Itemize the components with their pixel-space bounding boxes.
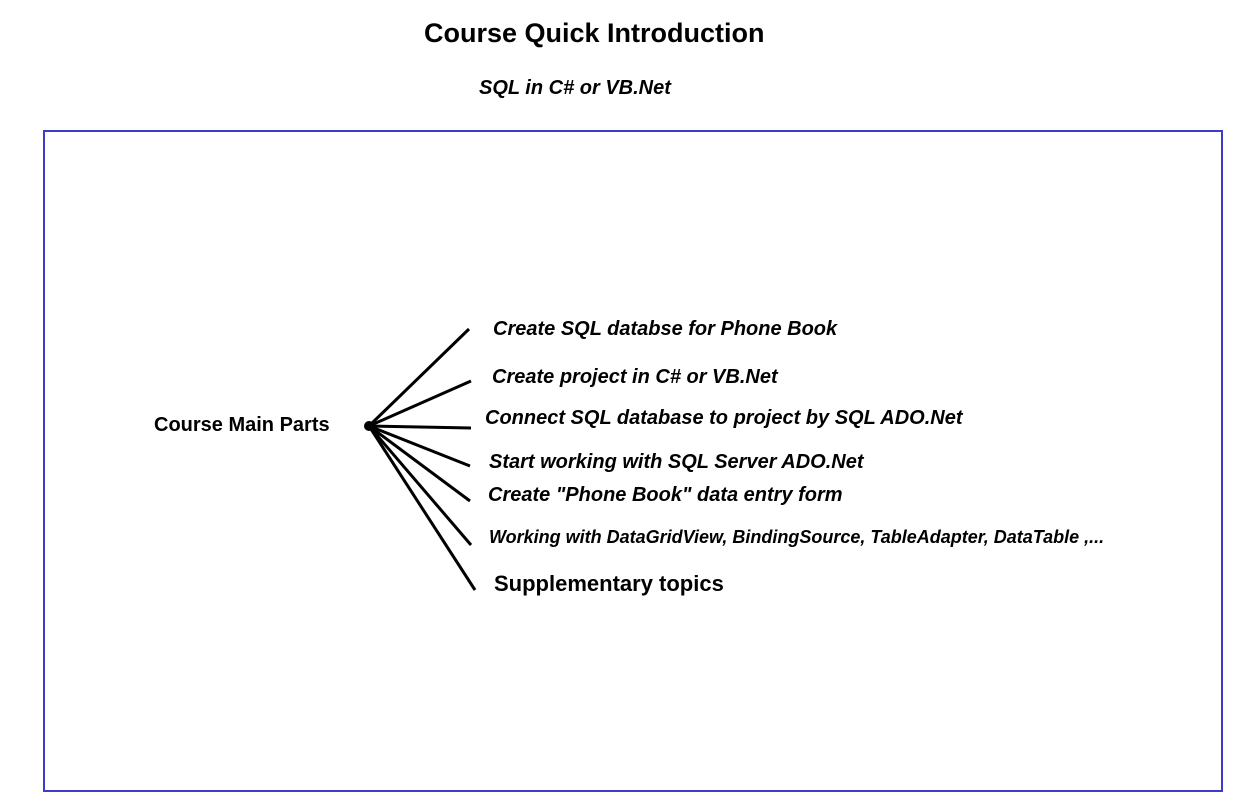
connector-line-6 [367, 425, 473, 546]
connector-line-3 [368, 424, 472, 430]
connector-line-2 [368, 379, 472, 428]
diagram-frame [43, 130, 1223, 792]
connector-line-4 [368, 424, 471, 468]
page-subtitle: SQL in C# or VB.Net [479, 77, 671, 99]
connector-line-5 [368, 424, 471, 503]
branch-label-supplementary: Supplementary topics [494, 571, 724, 596]
branch-label-datagridview: Working with DataGridView, BindingSource… [489, 527, 1105, 547]
connector-line-7 [367, 425, 477, 591]
branch-label-create-project: Create project in C# or VB.Net [492, 366, 778, 388]
page-title: Course Quick Introduction [424, 18, 765, 48]
branch-label-connect-database: Connect SQL database to project by SQL A… [485, 407, 963, 429]
branch-label-create-database: Create SQL databse for Phone Book [493, 318, 838, 340]
branch-label-start-working: Start working with SQL Server ADO.Net [489, 451, 864, 473]
branch-label-data-entry-form: Create "Phone Book" data entry form [488, 484, 843, 506]
connector-line-1 [367, 327, 471, 428]
root-node-label: Course Main Parts [154, 414, 330, 436]
